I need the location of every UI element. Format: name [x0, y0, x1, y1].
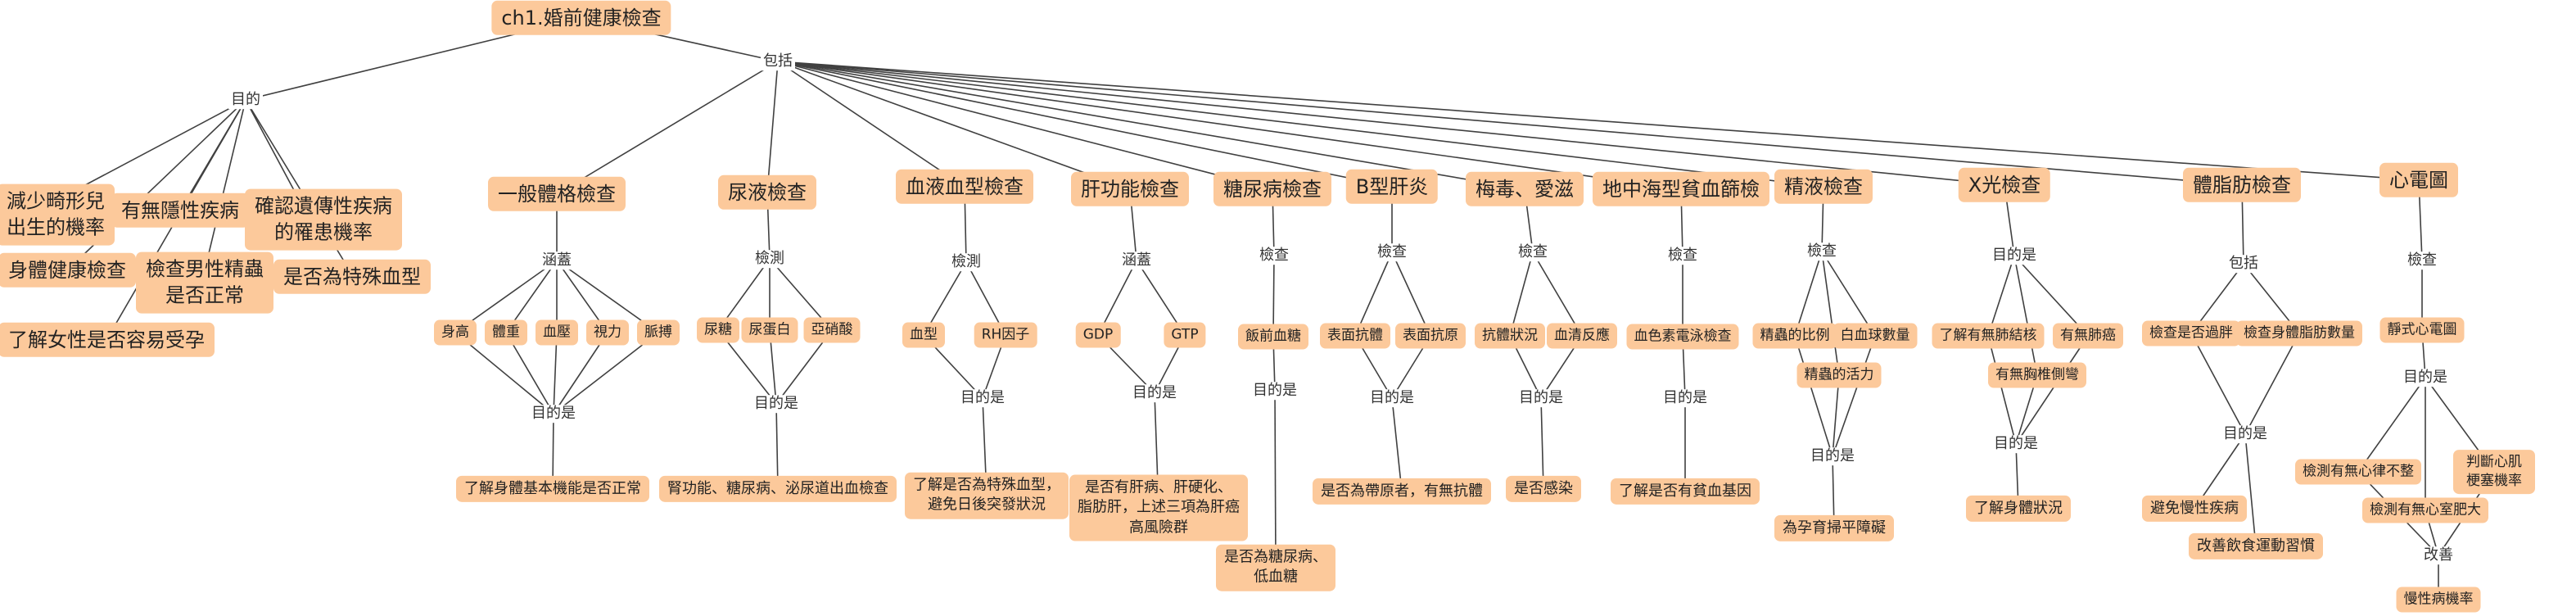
category-hepatitis-b[interactable]: B型肝炎 — [1345, 169, 1439, 205]
general-item[interactable]: 體重 — [485, 319, 527, 346]
junction-check: 檢查 — [1257, 247, 1291, 265]
purpose-male-sperm[interactable]: 檢查男性精蟲 是否正常 — [136, 251, 273, 314]
category-blood-type-test[interactable]: 血液血型檢查 — [896, 169, 1033, 205]
purpose-health-check[interactable]: 身體健康檢查 — [0, 252, 136, 288]
semen-item[interactable]: 白血球數量 — [1833, 323, 1918, 349]
junction-check: 檢查 — [1805, 242, 1839, 260]
fat-purpose[interactable]: 避免慢性疾病 — [2142, 495, 2247, 523]
purpose-reduce-deformity[interactable]: 減少畸形兒 出生的機率 — [0, 183, 115, 246]
general-item[interactable]: 身高 — [434, 319, 477, 346]
hepb-item[interactable]: 表面抗原 — [1395, 323, 1466, 349]
syphilis-item[interactable]: 抗體狀況 — [1475, 323, 1545, 349]
blood-item[interactable]: RH因子 — [974, 322, 1037, 348]
junction-purpose-is: 目的是 — [2221, 425, 2270, 443]
junction-check: 檢查 — [2405, 251, 2439, 270]
general-item[interactable]: 視力 — [586, 319, 629, 346]
junction-purpose-is: 目的是 — [752, 395, 801, 413]
blood-item[interactable]: 血型 — [902, 322, 945, 348]
xray-purpose[interactable]: 了解身體狀況 — [1966, 495, 2071, 523]
urine-purpose[interactable]: 腎功能、糖尿病、泌尿道出血檢查 — [659, 475, 897, 503]
general-item[interactable]: 脈搏 — [637, 319, 680, 346]
category-thalassemia[interactable]: 地中海型貧血篩檢 — [1593, 171, 1769, 207]
xray-item[interactable]: 有無胸椎側彎 — [1988, 362, 2086, 388]
purpose-special-blood-type[interactable]: 是否為特殊血型 — [273, 259, 431, 295]
junction-purpose-is: 目的是 — [1130, 384, 1179, 402]
thal-item[interactable]: 血色素電泳檢查 — [1626, 324, 1739, 350]
semen-purpose[interactable]: 為孕育掃平障礙 — [1774, 514, 1894, 542]
junction-check: 檢查 — [1375, 243, 1409, 261]
ecg-item[interactable]: 靜式心電圖 — [2379, 317, 2465, 343]
category-ecg[interactable]: 心電圖 — [2379, 162, 2458, 198]
ecg-purpose[interactable]: 檢測有無心室肥大 — [2362, 497, 2488, 523]
fat-item[interactable]: 檢查是否過胖 — [2142, 320, 2240, 346]
semen-item[interactable]: 精蟲的比例 — [1752, 323, 1837, 349]
xray-item[interactable]: 了解有無肺結核 — [1932, 323, 2045, 349]
junction-purpose-is: 目的是 — [1250, 382, 1299, 400]
junction-purpose-is: 目的是 — [1367, 389, 1417, 407]
category-general-exam[interactable]: 一般體格檢查 — [488, 176, 626, 212]
junction-covers: 涵蓋 — [540, 251, 574, 270]
diabetes-purpose[interactable]: 是否為糖尿病、 低血糖 — [1216, 544, 1335, 591]
junction-covers: 涵蓋 — [1119, 251, 1154, 270]
purpose-female-fertility[interactable]: 了解女性是否容易受孕 — [0, 322, 215, 358]
category-xray[interactable]: X光檢查 — [1958, 167, 2051, 203]
semen-item[interactable]: 精蟲的活力 — [1796, 362, 1882, 388]
junction-purpose-is: 目的是 — [958, 389, 1007, 407]
liver-item[interactable]: GDP — [1075, 322, 1121, 348]
diabetes-item[interactable]: 飯前血糖 — [1238, 324, 1308, 350]
hepb-item[interactable]: 表面抗體 — [1320, 323, 1390, 349]
root-topic[interactable]: ch1.婚前健康檢查 — [491, 0, 671, 36]
category-semen-test[interactable]: 精液檢查 — [1774, 169, 1873, 205]
junction-purpose: 目的 — [228, 91, 263, 109]
junction-improve: 改善 — [2421, 546, 2456, 564]
ecg-purpose[interactable]: 檢測有無心律不整 — [2295, 459, 2421, 485]
ecg-final[interactable]: 慢性病機率 — [2396, 587, 2481, 613]
purpose-hereditary-disease[interactable]: 確認遺傳性疾病 的罹患機率 — [245, 188, 402, 251]
junction-purpose-is: 目的是 — [1516, 389, 1566, 407]
junction-detect: 檢測 — [949, 253, 983, 271]
liver-purpose[interactable]: 是否有肝病、肝硬化、 脂肪肝，上述三項為肝癌 高風險群 — [1069, 474, 1248, 541]
urine-item[interactable]: 尿糖 — [697, 317, 739, 343]
junction-purpose-is: 目的是 — [529, 405, 578, 423]
urine-item[interactable]: 尿蛋白 — [741, 317, 798, 343]
junction-detect: 檢測 — [752, 250, 787, 268]
category-syphilis-aids[interactable]: 梅毒、愛滋 — [1466, 171, 1584, 207]
blood-purpose[interactable]: 了解是否為特殊血型， 避免日後突發狀況 — [905, 472, 1069, 519]
junction-purpose-is: 目的是 — [1990, 247, 2039, 265]
junction-purpose-is: 目的是 — [1661, 389, 1710, 407]
junction-include: 包括 — [761, 52, 795, 70]
thal-purpose[interactable]: 了解是否有貧血基因 — [1611, 478, 1760, 505]
general-purpose[interactable]: 了解身體基本機能是否正常 — [456, 475, 649, 503]
syphilis-purpose[interactable]: 是否感染 — [1506, 475, 1581, 503]
category-urine-test[interactable]: 尿液檢查 — [718, 174, 816, 211]
hepb-purpose[interactable]: 是否為帶原者，有無抗體 — [1313, 478, 1491, 505]
fat-item[interactable]: 檢查身體脂肪數量 — [2236, 320, 2362, 346]
urine-item[interactable]: 亞硝酸 — [803, 317, 861, 343]
junction-purpose-is: 目的是 — [2401, 369, 2450, 387]
fat-purpose[interactable]: 改善飲食運動習慣 — [2189, 532, 2323, 560]
junction-check: 檢查 — [1665, 247, 1700, 265]
liver-item[interactable]: GTP — [1164, 322, 1206, 348]
category-liver-function[interactable]: 肝功能檢查 — [1071, 171, 1189, 207]
junction-purpose-is: 目的是 — [1808, 447, 1857, 465]
junction-include: 包括 — [2226, 255, 2261, 273]
general-item[interactable]: 血壓 — [536, 319, 578, 346]
category-body-fat[interactable]: 體脂肪檢查 — [2183, 167, 2301, 203]
category-diabetes[interactable]: 糖尿病檢查 — [1213, 171, 1331, 207]
syphilis-item[interactable]: 血清反應 — [1547, 323, 1617, 349]
junction-purpose-is: 目的是 — [1991, 435, 2040, 453]
purpose-hidden-disease[interactable]: 有無隱性疾病 — [111, 192, 249, 229]
junction-check: 檢查 — [1516, 243, 1550, 261]
xray-item[interactable]: 有無肺癌 — [2053, 323, 2123, 349]
ecg-purpose[interactable]: 判斷心肌梗塞機率 — [2453, 450, 2535, 494]
